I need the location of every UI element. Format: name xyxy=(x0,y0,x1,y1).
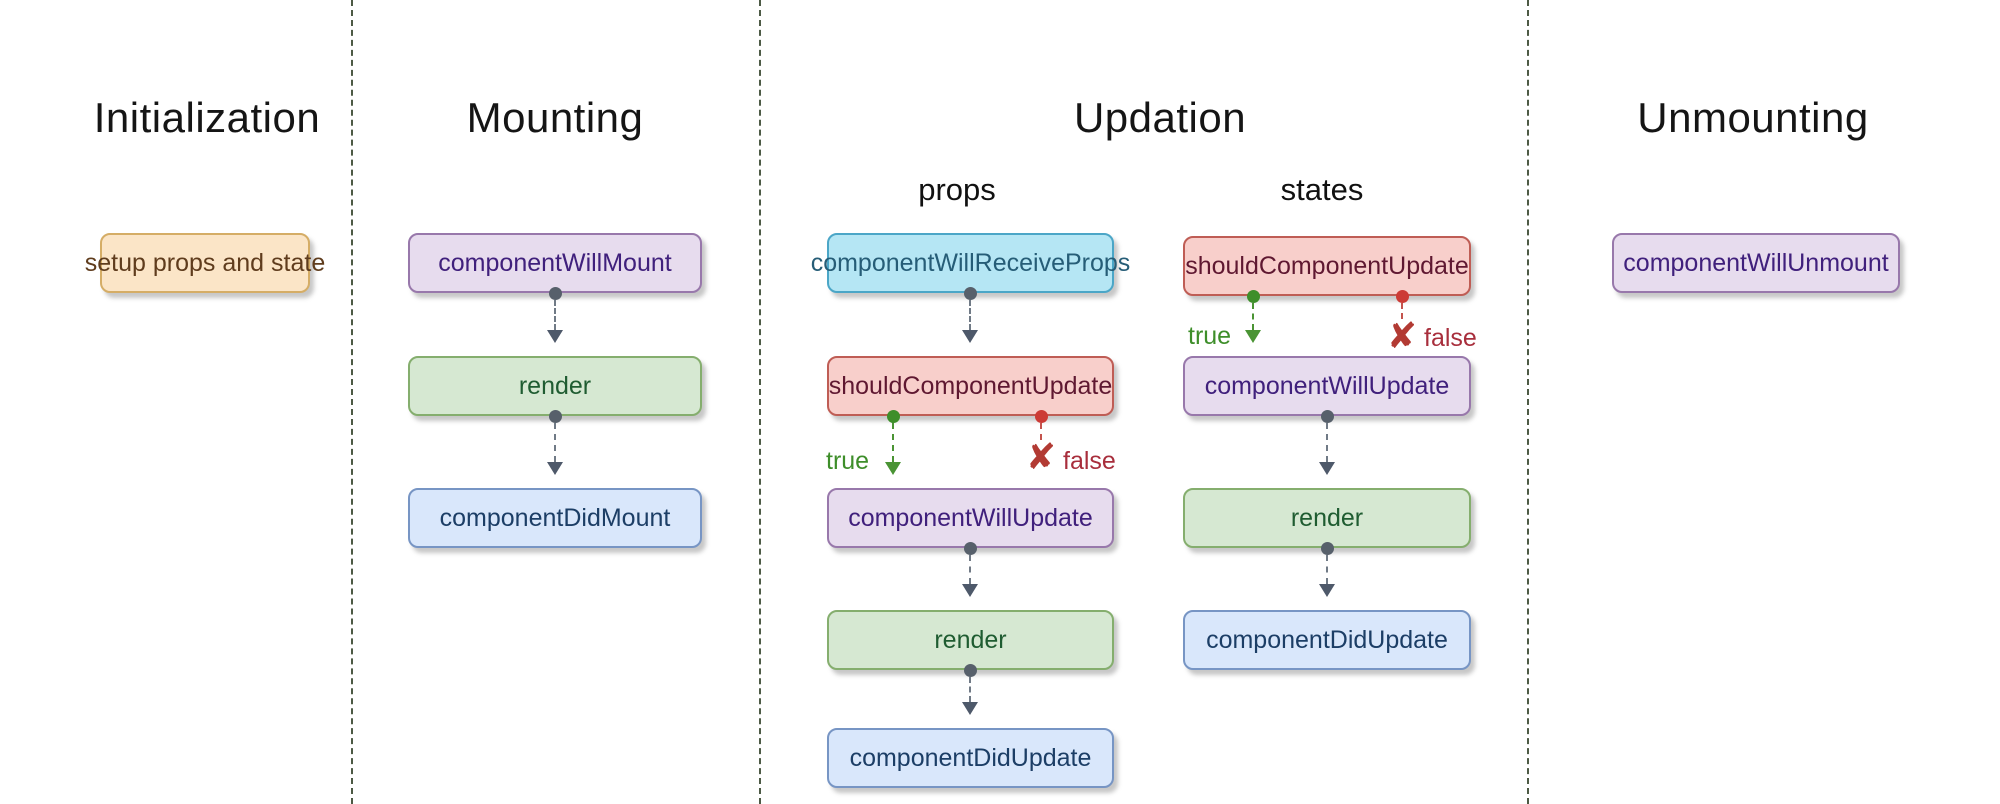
separator-line xyxy=(759,0,761,804)
branch-label-true-props: true xyxy=(826,447,870,475)
dashed-line xyxy=(554,300,556,330)
section-title-initialization: Initialization xyxy=(93,94,321,141)
reject-x-icon: ✘ xyxy=(1025,436,1057,477)
arrowhead-icon xyxy=(1319,462,1335,488)
node-render-mounting: render xyxy=(408,356,702,416)
dashed-line xyxy=(554,423,556,462)
dashed-line xyxy=(1252,303,1254,330)
connector-willmount-to-render xyxy=(547,287,563,356)
connector-false-branch-states: ✘ xyxy=(1387,290,1417,354)
branch-label-false-states: false xyxy=(1424,324,1477,352)
dashed-line xyxy=(969,555,971,584)
subcolumn-label-props: props xyxy=(918,172,996,207)
arrowhead-icon xyxy=(1245,330,1261,356)
node-componentDidMount: componentDidMount xyxy=(408,488,702,548)
dashed-line xyxy=(969,300,971,330)
arrowhead-icon xyxy=(962,584,978,610)
connector-willupdate-to-render-states xyxy=(1319,410,1335,488)
connector-render-to-didmount xyxy=(547,410,563,488)
connector-willupdate-to-render-props xyxy=(962,542,978,610)
separator-line xyxy=(351,0,353,804)
node-render-props: render xyxy=(827,610,1114,670)
connector-render-to-didupdate-props xyxy=(962,664,978,728)
connector-receiveprops-to-shouldupdate xyxy=(962,287,978,356)
dashed-line xyxy=(892,423,894,462)
node-componentWillReceiveProps: componentWillReceiveProps xyxy=(811,233,1130,293)
arrowhead-icon xyxy=(547,330,563,356)
section-title-unmounting: Unmounting xyxy=(1637,94,1869,141)
arrowhead-icon xyxy=(962,702,978,728)
node-setup-props-and-state: setup props and state xyxy=(85,233,325,293)
subcolumn-label-states: states xyxy=(1280,172,1364,207)
arrowhead-icon xyxy=(885,462,901,488)
connector-false-branch-props: ✘ xyxy=(1026,410,1056,475)
node-componentWillUnmount: componentWillUnmount xyxy=(1612,233,1900,293)
node-shouldComponentUpdate-props: shouldComponentUpdate xyxy=(827,356,1114,416)
arrowhead-icon xyxy=(1319,584,1335,610)
node-componentDidUpdate-props: componentDidUpdate xyxy=(827,728,1114,788)
branch-label-false-props: false xyxy=(1063,447,1116,475)
arrowhead-icon xyxy=(962,330,978,356)
arrowhead-icon xyxy=(547,462,563,488)
node-componentWillUpdate-props: componentWillUpdate xyxy=(827,488,1114,548)
reject-x-icon: ✘ xyxy=(1386,315,1418,356)
node-componentWillMount: componentWillMount xyxy=(408,233,702,293)
dashed-line xyxy=(1326,423,1328,462)
separator-line xyxy=(1527,0,1529,804)
dashed-line xyxy=(1401,303,1403,319)
node-componentWillUpdate-states: componentWillUpdate xyxy=(1183,356,1471,416)
connector-true-branch-props xyxy=(885,410,901,488)
branch-label-true-states: true xyxy=(1188,322,1232,350)
dashed-line xyxy=(1326,555,1328,584)
node-render-states: render xyxy=(1183,488,1471,548)
dashed-line xyxy=(1040,423,1042,440)
dashed-line xyxy=(969,677,971,702)
connector-render-to-didupdate-states xyxy=(1319,542,1335,610)
section-title-updation: Updation xyxy=(1073,94,1247,141)
node-componentDidUpdate-states: componentDidUpdate xyxy=(1183,610,1471,670)
section-title-mounting: Mounting xyxy=(466,94,644,141)
connector-true-branch-states xyxy=(1245,290,1261,356)
node-shouldComponentUpdate-states: shouldComponentUpdate xyxy=(1183,236,1471,296)
